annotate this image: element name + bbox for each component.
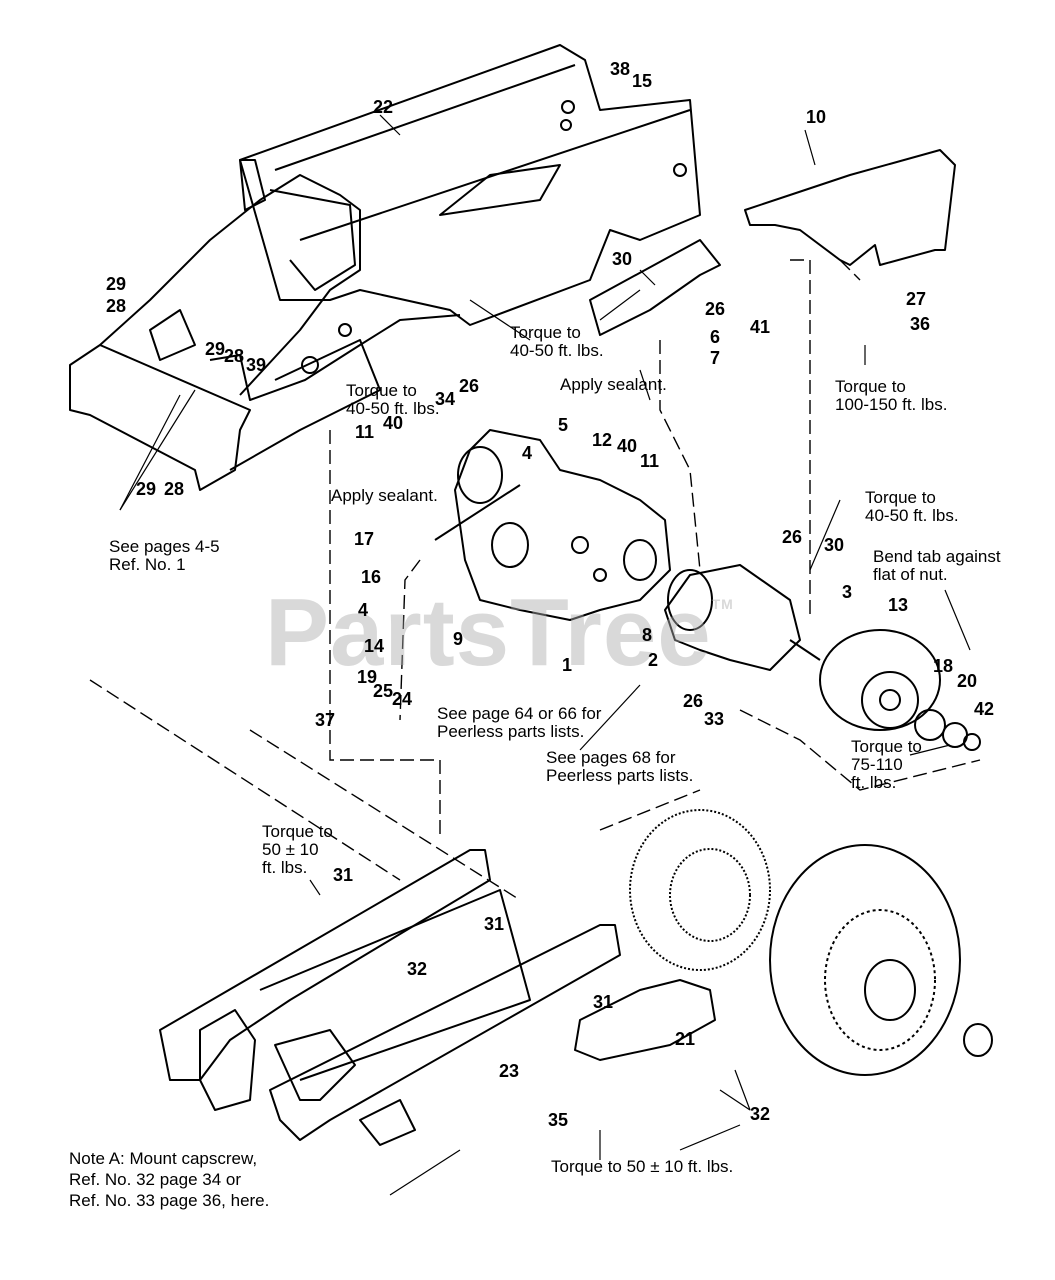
front-frame-assembly bbox=[69, 159, 461, 491]
callout-31b: 31 bbox=[484, 914, 505, 934]
note-a: Note A: Mount capscrew,Ref. No. 32 page … bbox=[69, 1149, 270, 1210]
callout-27: 27 bbox=[906, 289, 927, 309]
callout-4: 4 bbox=[522, 443, 533, 463]
callout-33: 33 bbox=[704, 709, 725, 729]
callout-39: 39 bbox=[246, 355, 267, 375]
callout-13: 13 bbox=[888, 595, 909, 615]
callout-26c: 26 bbox=[782, 527, 803, 547]
callout-3: 3 bbox=[842, 582, 853, 602]
callout-14: 14 bbox=[364, 636, 385, 656]
callout-29: 29 bbox=[106, 274, 127, 294]
callout-29c: 29 bbox=[136, 479, 157, 499]
pulley-part-13 bbox=[819, 629, 981, 751]
callout-32: 32 bbox=[407, 959, 428, 979]
callout-18: 18 bbox=[933, 656, 954, 676]
callout-28b: 28 bbox=[224, 346, 245, 366]
callout-26b: 26 bbox=[459, 376, 480, 396]
callout-5: 5 bbox=[558, 415, 569, 435]
alignment-guides bbox=[89, 259, 981, 901]
callout-26: 26 bbox=[705, 299, 726, 319]
callout-2: 2 bbox=[648, 650, 659, 670]
callout-38: 38 bbox=[610, 59, 631, 79]
callout-36: 36 bbox=[910, 314, 931, 334]
callout-41: 41 bbox=[750, 317, 771, 337]
upper-frame-rail bbox=[239, 44, 701, 326]
callout-29b: 29 bbox=[205, 339, 226, 359]
lower-frame-rail bbox=[159, 849, 621, 1146]
callout-10: 10 bbox=[806, 107, 827, 127]
callout-42: 42 bbox=[974, 699, 995, 719]
callout-23: 23 bbox=[499, 1061, 520, 1081]
note-apply-sealant-left: Apply sealant. bbox=[331, 486, 438, 505]
axle-housing bbox=[664, 564, 821, 671]
bracket-part-21 bbox=[574, 979, 716, 1061]
callout-34: 34 bbox=[435, 389, 456, 409]
callout-1: 1 bbox=[562, 655, 573, 675]
callout-30b: 30 bbox=[824, 535, 845, 555]
leader-lines bbox=[119, 114, 971, 1196]
callout-24: 24 bbox=[392, 689, 413, 709]
note-torque-50-bottom: Torque to 50 ± 10 ft. lbs. bbox=[551, 1157, 734, 1176]
bracket-part-10 bbox=[744, 149, 956, 266]
rear-wheel bbox=[769, 844, 993, 1076]
callout-8: 8 bbox=[642, 625, 653, 645]
callout-6: 6 bbox=[710, 327, 721, 347]
callout-11: 11 bbox=[355, 422, 375, 442]
callout-19: 19 bbox=[357, 667, 378, 687]
callout-31: 31 bbox=[333, 865, 354, 885]
callout-40: 40 bbox=[383, 413, 404, 433]
callout-20: 20 bbox=[957, 671, 978, 691]
callout-30: 30 bbox=[612, 249, 633, 269]
callout-22: 22 bbox=[373, 97, 394, 117]
note-apply-sealant-top: Apply sealant. bbox=[560, 375, 667, 394]
callout-11b: 11 bbox=[640, 451, 660, 471]
callout-40b: 40 bbox=[617, 436, 638, 456]
bracket-part-6 bbox=[589, 239, 721, 336]
callout-37: 37 bbox=[315, 710, 336, 730]
callout-28: 28 bbox=[106, 296, 127, 316]
callout-28c: 28 bbox=[164, 479, 185, 499]
callout-4b: 4 bbox=[358, 600, 369, 620]
callout-31c: 31 bbox=[593, 992, 614, 1012]
callout-17: 17 bbox=[354, 529, 375, 549]
callout-12: 12 bbox=[592, 430, 613, 450]
callout-32b: 32 bbox=[750, 1104, 771, 1124]
callout-26d: 26 bbox=[683, 691, 704, 711]
transmission-housing bbox=[434, 429, 671, 621]
rear-wheel-ghost bbox=[629, 809, 771, 971]
callout-21: 21 bbox=[675, 1029, 696, 1049]
callout-7: 7 bbox=[710, 348, 721, 368]
callout-35: 35 bbox=[548, 1110, 569, 1130]
callout-9: 9 bbox=[453, 629, 464, 649]
callout-25: 25 bbox=[373, 681, 394, 701]
watermark: PartsTreeTM bbox=[265, 579, 734, 686]
callout-15: 15 bbox=[632, 71, 653, 91]
callout-16: 16 bbox=[361, 567, 382, 587]
